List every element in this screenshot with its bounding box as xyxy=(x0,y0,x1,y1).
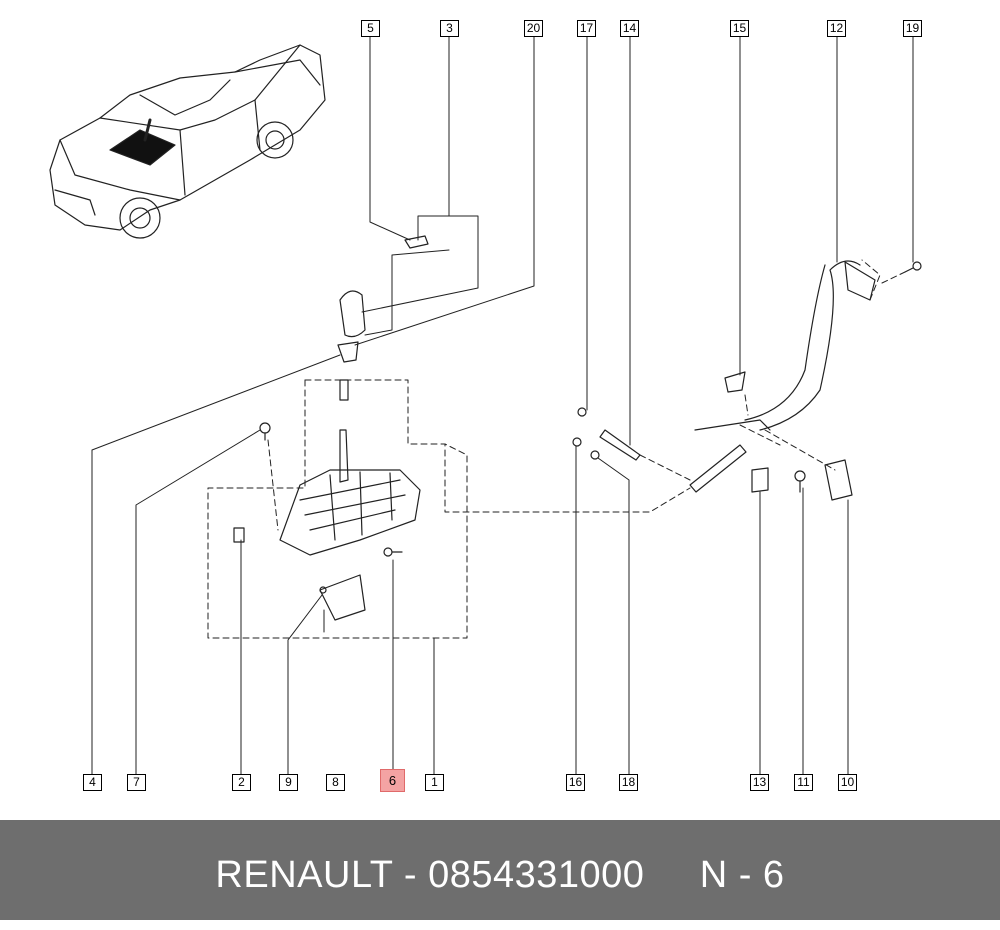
footer-separator: - xyxy=(403,854,417,896)
callout-18[interactable]: 18 xyxy=(619,774,638,791)
callout-19[interactable]: 19 xyxy=(903,20,922,37)
callout-20[interactable]: 20 xyxy=(524,20,543,37)
callout-6-highlighted[interactable]: 6 xyxy=(380,769,405,792)
cable-parts xyxy=(572,260,922,501)
callout-1[interactable]: 1 xyxy=(425,774,444,791)
callout-4[interactable]: 4 xyxy=(83,774,102,791)
vehicle-sketch xyxy=(49,44,326,239)
callout-3[interactable]: 3 xyxy=(440,20,459,37)
footer-part-number: 0854331000 xyxy=(428,854,645,896)
shift-knob-group xyxy=(337,235,429,401)
callout-8[interactable]: 8 xyxy=(326,774,345,791)
footer-ref: N - 6 xyxy=(699,854,785,896)
callout-12[interactable]: 12 xyxy=(827,20,846,37)
callout-15[interactable]: 15 xyxy=(730,20,749,37)
callout-9[interactable]: 9 xyxy=(279,774,298,791)
footer-caption: RENAULT - 0854331000 N - 6 xyxy=(0,820,1000,920)
callout-13[interactable]: 13 xyxy=(750,774,769,791)
exploded-parts-diagram xyxy=(49,35,922,776)
footer-bar: RENAULT - 0854331000 N - 6 xyxy=(0,820,1000,920)
footer-brand: RENAULT xyxy=(215,854,393,896)
callout-14[interactable]: 14 xyxy=(620,20,639,37)
callout-5[interactable]: 5 xyxy=(361,20,380,37)
callout-16[interactable]: 16 xyxy=(566,774,585,791)
callout-17[interactable]: 17 xyxy=(577,20,596,37)
diagram-area: 5 3 20 17 14 15 12 19 4 7 2 9 8 6 1 16 1… xyxy=(49,20,922,792)
callout-7[interactable]: 7 xyxy=(127,774,146,791)
shifter-assembly xyxy=(233,422,421,621)
callout-11[interactable]: 11 xyxy=(794,774,813,791)
callout-2[interactable]: 2 xyxy=(232,774,251,791)
callout-10[interactable]: 10 xyxy=(838,774,857,791)
